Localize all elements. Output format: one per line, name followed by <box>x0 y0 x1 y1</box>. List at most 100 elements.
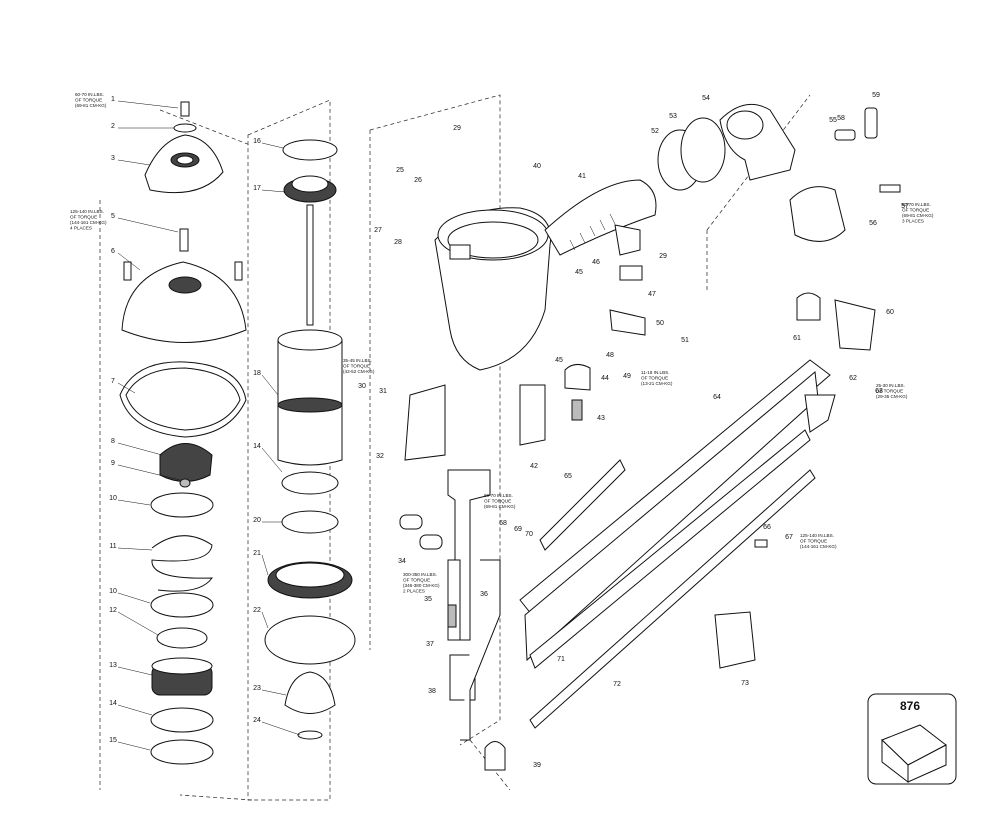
callout-73: 73 <box>741 680 749 687</box>
callout-13: 13 <box>109 662 117 669</box>
callout-14: 14 <box>253 443 261 450</box>
callout-9: 9 <box>111 460 115 467</box>
part-11-spring <box>151 535 213 592</box>
part-22-oring <box>264 615 356 665</box>
callout-32: 32 <box>376 453 384 460</box>
part-37-spring <box>447 604 457 628</box>
part-23-bumper <box>284 671 336 714</box>
callout-5: 5 <box>111 213 115 220</box>
callout-10: 10 <box>109 588 117 595</box>
part-36-trip <box>460 559 501 741</box>
callout-27: 27 <box>374 227 382 234</box>
callout-69: 69 <box>514 526 522 533</box>
part-10b-oring <box>150 592 214 618</box>
callout-numbers: 1235678910111012131415161718142021222324… <box>109 92 909 769</box>
part-59-fitting <box>864 107 878 139</box>
callout-22: 22 <box>253 607 261 614</box>
callout-45: 45 <box>555 357 563 364</box>
callout-1: 1 <box>111 96 115 103</box>
callout-2: 2 <box>111 123 115 130</box>
callout-66: 66 <box>763 524 771 531</box>
callout-29: 29 <box>659 253 667 260</box>
part-60-roller <box>796 292 821 321</box>
callout-17: 17 <box>253 185 261 192</box>
callout-51: 51 <box>681 337 689 344</box>
callout-20: 20 <box>253 517 261 524</box>
callout-28: 28 <box>394 239 402 246</box>
part-29b-label <box>619 265 643 281</box>
torque-note-57: 60-70 IN.LBS.OF TORQUE(69-81 CM-KG)3 PLA… <box>902 202 934 224</box>
part-60-bracket <box>834 299 876 351</box>
callout-30: 30 <box>358 383 366 390</box>
torque-notes: 60-70 IN.LBS.OF TORQUE(69-81 CM-KG)125-1… <box>70 92 934 594</box>
callout-50: 50 <box>656 320 664 327</box>
part-24-washer <box>297 730 323 740</box>
callout-35: 35 <box>424 596 432 603</box>
callout-53: 53 <box>669 113 677 120</box>
callout-67: 67 <box>785 534 793 541</box>
housing <box>404 179 657 461</box>
kit-box <box>867 693 957 785</box>
assembly-boundaries <box>99 94 811 801</box>
callout-42: 42 <box>530 463 538 470</box>
part-42-latch <box>519 384 546 446</box>
callout-11: 11 <box>109 543 116 550</box>
part-44-valve <box>564 364 591 391</box>
part-39-cap <box>484 741 506 771</box>
part-58-valve <box>834 129 856 141</box>
callout-34: 34 <box>398 558 406 565</box>
part-12-oring <box>156 627 208 649</box>
torque-note-63: 25-30 IN.LBS.OF TORQUE(29-35 CM-KG) <box>876 383 908 399</box>
part-73-pusher <box>714 611 756 669</box>
part-1-screw <box>180 101 190 117</box>
part-5-screw <box>179 228 189 252</box>
part-43-spring <box>571 399 583 421</box>
part-8-bumper <box>159 443 213 482</box>
callout-7: 7 <box>111 378 115 385</box>
callout-55: 55 <box>829 117 837 124</box>
piston-stack <box>264 139 356 740</box>
part-9-nut <box>179 478 191 488</box>
callout-6: 6 <box>111 248 115 255</box>
part-56-end-cap <box>789 186 846 242</box>
part-62-latch <box>804 394 836 433</box>
part-57-screw <box>879 184 901 193</box>
callout-16: 16 <box>253 138 261 145</box>
callout-45: 45 <box>575 269 583 276</box>
callout-46: 46 <box>592 259 600 266</box>
callout-18: 18 <box>253 370 261 377</box>
callout-37: 37 <box>426 641 434 648</box>
callout-52: 52 <box>651 128 659 135</box>
torque-note-67: 125-140 IN.LBS.OF TORQUE(144-161 CM-KG) <box>800 533 837 549</box>
callout-21: 21 <box>253 550 261 557</box>
top-right-assembly <box>564 103 901 421</box>
callout-23: 23 <box>253 685 261 692</box>
callout-54: 54 <box>702 95 710 102</box>
leaders <box>117 100 301 751</box>
callout-58: 58 <box>837 115 845 122</box>
cap-stack <box>119 101 247 765</box>
callout-15: 15 <box>109 737 117 744</box>
part-17-driver <box>306 204 314 326</box>
part-14-oring <box>150 707 214 733</box>
callout-43: 43 <box>597 415 605 422</box>
torque-note-49: 11-18 IN.LBS.OF TORQUE(13-21 CM-KG) <box>641 370 673 386</box>
callout-10: 10 <box>109 495 117 502</box>
callout-12: 12 <box>109 607 117 614</box>
callout-41: 41 <box>578 173 586 180</box>
part-29-label <box>449 244 471 260</box>
part-16-oring <box>282 139 338 161</box>
callout-38: 38 <box>428 688 436 695</box>
callout-14: 14 <box>109 700 117 707</box>
callout-29: 29 <box>453 125 461 132</box>
nose-assembly <box>399 469 506 771</box>
callout-68: 68 <box>499 520 507 527</box>
callout-60: 60 <box>886 309 894 316</box>
part-20-oring <box>281 510 339 534</box>
callout-24: 24 <box>253 717 261 724</box>
callout-47: 47 <box>648 291 656 298</box>
callout-57: 57 <box>901 203 909 210</box>
callout-36: 36 <box>480 591 488 598</box>
